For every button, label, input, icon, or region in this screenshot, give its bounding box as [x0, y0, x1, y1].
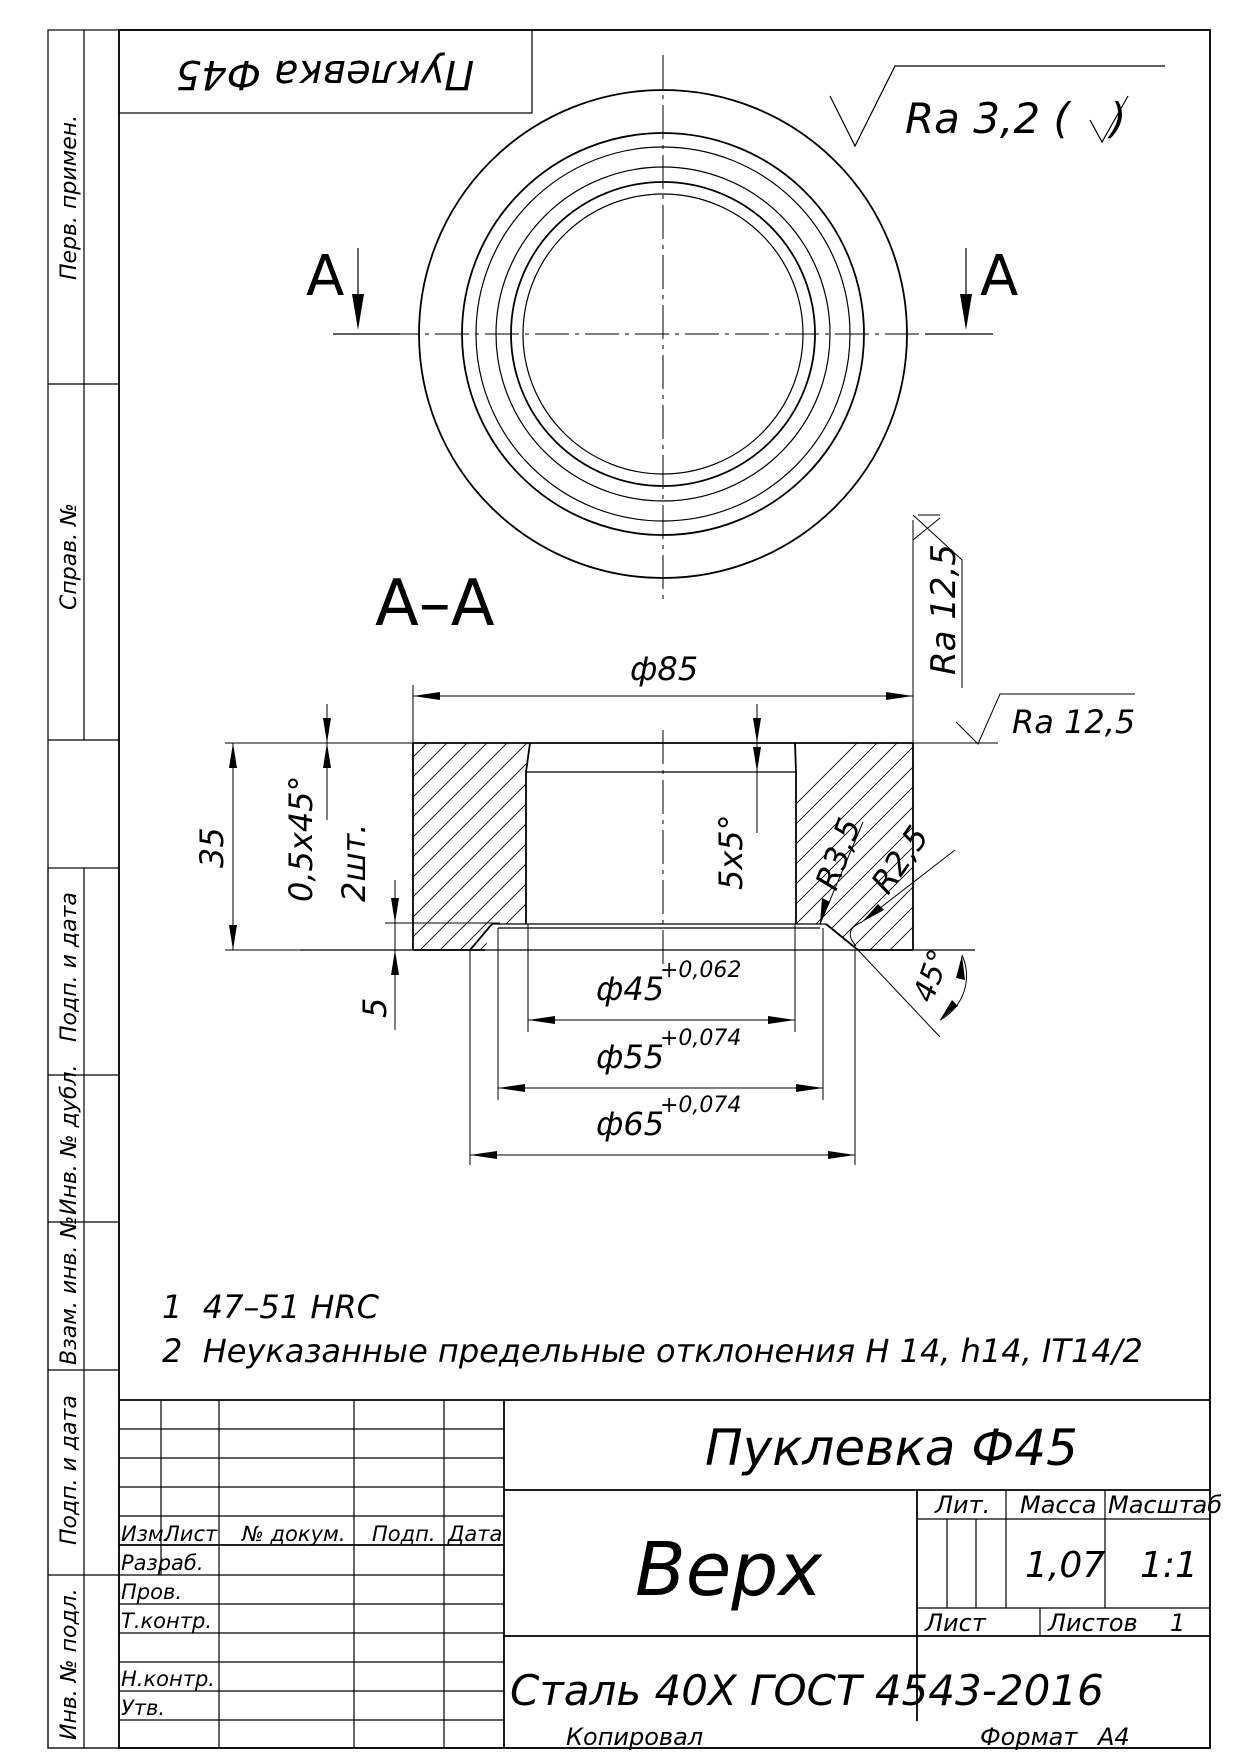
- top-label-box: [118, 29, 533, 114]
- stamp-inv-dubl: Инв. № дубл.: [57, 1064, 82, 1215]
- top-roughness-symbol: [913, 693, 1135, 745]
- tb-role-dev: Разраб.: [121, 1551, 204, 1575]
- tb-hdr-izm: Изм.: [121, 1522, 170, 1546]
- dim-r35: R3,5: [808, 813, 869, 895]
- tb-material: Сталь 40Х ГОСТ 4543-2016: [510, 1666, 1104, 1715]
- dim-d45-tol: +0,062: [660, 958, 741, 983]
- tb-role-check: Пров.: [121, 1580, 182, 1604]
- dim-d65: ф65: [596, 1105, 664, 1143]
- footer-copied: Копировал: [566, 1723, 703, 1751]
- section-outline: [300, 730, 975, 1165]
- tb-hdr-sign: Подп.: [372, 1522, 436, 1546]
- tb-role-approve: Утв.: [121, 1696, 165, 1720]
- footer-format-label: Формат: [980, 1723, 1078, 1751]
- dim-angle: 45°: [907, 945, 958, 1007]
- section-title: A–A: [375, 567, 495, 641]
- stamp-vzam-inv: Взам. инв. №: [57, 1216, 82, 1365]
- stamp-inv-podl: Инв. № подл.: [57, 1588, 82, 1740]
- stamp-podp-data-1: Подп. и дата: [57, 892, 82, 1042]
- title-block-grid: [119, 1399, 1210, 1748]
- dim-d65-tol: +0,074: [660, 1093, 741, 1118]
- tb-hdr-doc: № докум.: [241, 1522, 346, 1546]
- tb-col-scale: Масштаб: [1108, 1491, 1222, 1519]
- dim-inner-chamfer: 5х5°: [712, 814, 750, 890]
- tb-doc-name: Пуклевка Ф45: [705, 1419, 1078, 1477]
- section-arrow-right: [960, 248, 972, 330]
- dim-d55: ф55: [596, 1038, 664, 1076]
- left-stamp-lower: [47, 867, 120, 1749]
- tb-col-lit: Лит.: [934, 1491, 990, 1519]
- dim-h35: 35: [193, 827, 231, 868]
- dim-r25: R2,5: [863, 819, 936, 901]
- side-roughness-symbol: [912, 514, 963, 688]
- stamp-podp-data-2: Подп. и дата: [57, 1395, 82, 1545]
- dim-d85: ф85: [630, 650, 698, 688]
- tb-sheets-label: Листов: [1047, 1609, 1138, 1637]
- left-stamp-upper: [48, 30, 119, 741]
- top-view: [333, 55, 993, 600]
- tb-role-tcontrol: Т.контр.: [121, 1609, 212, 1633]
- footer-format-value: А4: [1096, 1723, 1130, 1751]
- section-mark-right: A: [980, 244, 1018, 309]
- tb-scale: 1:1: [1140, 1545, 1198, 1586]
- general-roughness-symbol: [829, 65, 1165, 148]
- tb-mass: 1,07: [1025, 1545, 1105, 1586]
- dim-d55-tol: +0,074: [660, 1026, 741, 1051]
- side-roughness-text: Ra 12,5: [924, 544, 964, 675]
- stamp-sprav-no: Справ. №: [57, 503, 82, 610]
- dim-chamfer-qty: 2шт.: [335, 824, 373, 902]
- dim-h5: 5: [356, 998, 394, 1018]
- dim-chamfer: 0,5х45°: [282, 775, 320, 902]
- tb-sheets-count: 1: [1170, 1609, 1185, 1637]
- tb-hdr-list: Лист: [163, 1522, 218, 1546]
- stamp-perv-primen: Перв. примен.: [57, 115, 82, 280]
- tb-sheet-label: Лист: [924, 1609, 987, 1637]
- note-1: 1 47–51 HRC: [162, 1288, 380, 1326]
- hatch-right: [795, 743, 913, 950]
- note-2: 2 Неуказанные предельные отклонения Н 14…: [162, 1332, 1143, 1370]
- dim-arrows: [229, 692, 965, 1159]
- section-arrow-left: [352, 248, 364, 330]
- top-roughness-text: Ra 12,5: [1012, 703, 1135, 741]
- general-roughness-text: Ra 3,2 ( ): [905, 94, 1126, 143]
- dim-d45: ф45: [596, 970, 664, 1008]
- section-mark-left: A: [306, 244, 344, 309]
- top-label-text: Пуклевка Ф45: [176, 51, 474, 97]
- tb-role-ncontrol: Н.контр.: [121, 1667, 215, 1691]
- tb-col-mass: Масса: [1020, 1491, 1097, 1519]
- tb-hdr-date: Дата: [447, 1522, 502, 1546]
- tb-part-name: Верх: [635, 1527, 823, 1613]
